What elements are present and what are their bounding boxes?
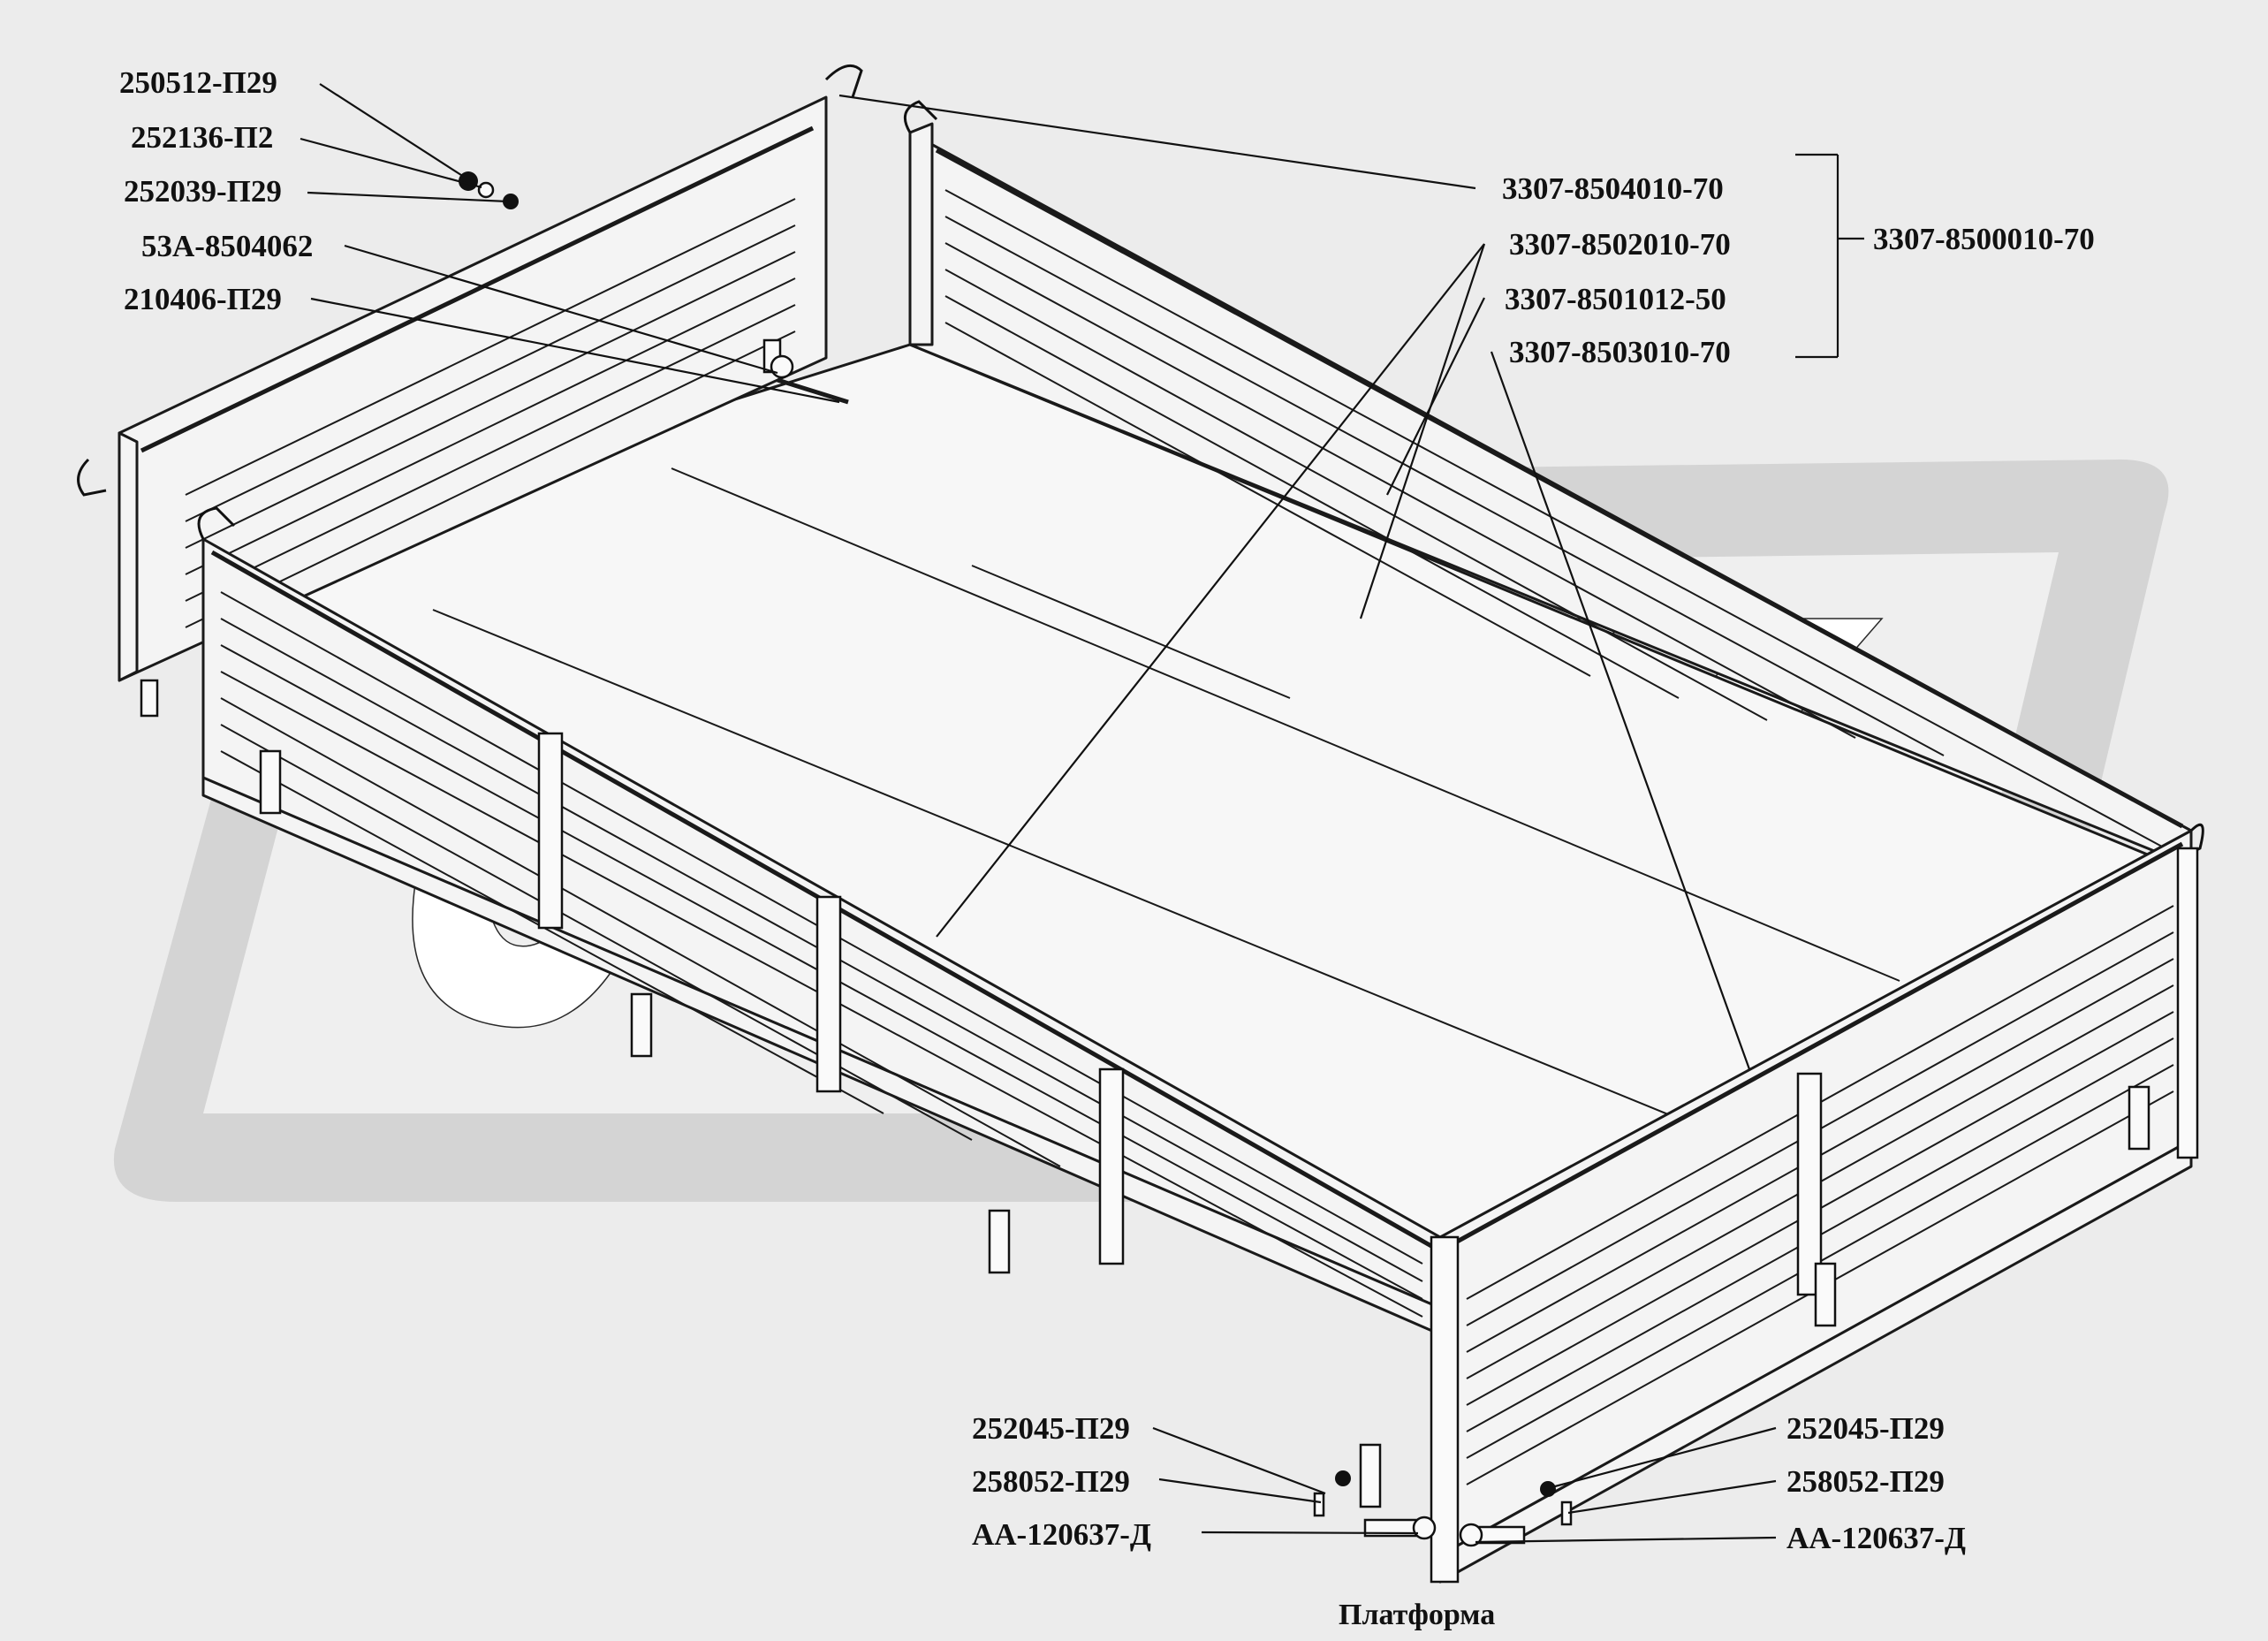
part-label: 3307-8504010-70 <box>1502 171 1724 206</box>
part-label: 252039-П29 <box>124 174 282 209</box>
labels-bottom-right: 252045-П29 258052-П29 АА-120637-Д <box>1786 1411 1966 1555</box>
part-label: АА-120637-Д <box>1786 1521 1966 1555</box>
part-label: 3307-8501012-50 <box>1505 282 1726 316</box>
leader-lines <box>300 83 1864 1544</box>
labels-right-group: 3307-8504010-70 3307-8502010-70 3307-850… <box>1502 171 2095 369</box>
part-label: 3307-8503010-70 <box>1509 335 1731 369</box>
part-label: 3307-8502010-70 <box>1509 227 1731 262</box>
part-label: 252136-П2 <box>131 120 273 155</box>
part-label: АА-120637-Д <box>972 1517 1151 1552</box>
assembly-label: 3307-8500010-70 <box>1873 222 2095 256</box>
far-side-panel <box>903 100 2193 868</box>
part-label: 53А-8504062 <box>141 229 313 263</box>
corner-post <box>2176 847 2199 1159</box>
part-label: 258052-П29 <box>1786 1464 1945 1499</box>
platform-assembly <box>77 64 2204 1584</box>
hardware-top-left <box>459 171 519 209</box>
part-label: 250512-П29 <box>119 65 277 100</box>
corner-post <box>1430 1235 1460 1584</box>
rear-tailgate-panel <box>77 64 863 718</box>
figure-caption: Платформа <box>1339 1599 1495 1631</box>
near-side-panel <box>197 506 1442 1508</box>
part-label: 252045-П29 <box>1786 1411 1945 1446</box>
hardware-left <box>1313 1470 1437 1540</box>
part-label: 210406-П29 <box>124 282 282 316</box>
labels-bottom-left: 252045-П29 258052-П29 АА-120637-Д <box>972 1411 1151 1552</box>
labels-left-top: 250512-П29 252136-П2 252039-П29 53А-8504… <box>119 65 313 316</box>
part-label: 252045-П29 <box>972 1411 1130 1446</box>
part-label: 258052-П29 <box>972 1464 1130 1499</box>
